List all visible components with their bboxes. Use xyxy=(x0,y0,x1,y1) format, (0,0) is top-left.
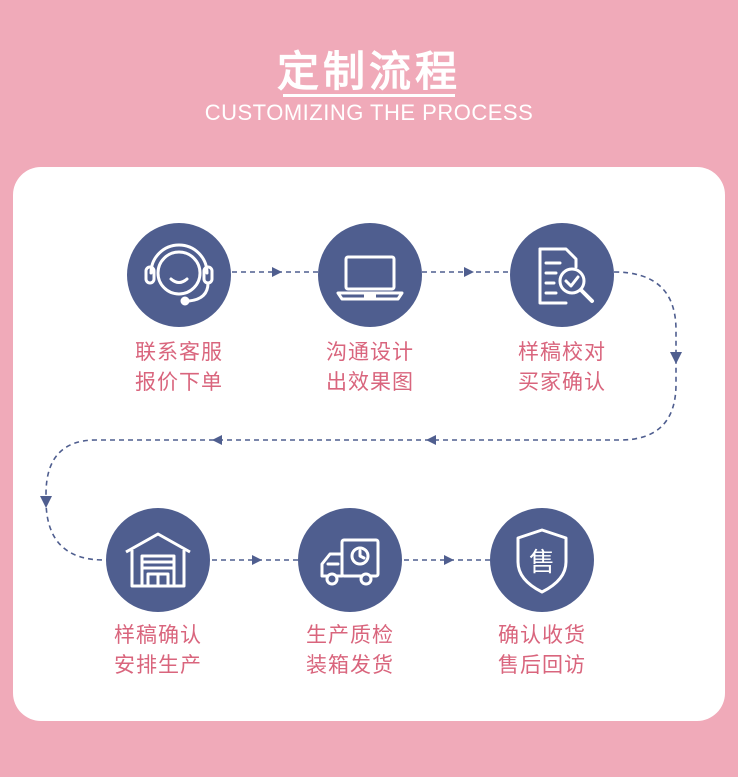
document-search-icon xyxy=(538,247,594,305)
step-3-circle xyxy=(510,223,614,327)
step-4-label: 样稿确认安排生产 xyxy=(114,623,202,677)
step-2-circle xyxy=(318,223,422,327)
title-underline xyxy=(283,94,455,97)
step-4-circle xyxy=(106,508,210,612)
page-subtitle: CUSTOMIZING THE PROCESS xyxy=(204,100,534,125)
warehouse-icon xyxy=(125,532,191,588)
page-title: 定制流程 xyxy=(276,47,461,96)
delivery-truck-icon xyxy=(320,538,380,586)
svg-text:售: 售 xyxy=(529,548,555,578)
step-5-circle xyxy=(298,508,402,612)
step-1-label: 联系客服报价下单 xyxy=(135,340,223,394)
step-2-label: 沟通设计出效果图 xyxy=(326,340,414,394)
step-6-label: 确认收货售后回访 xyxy=(498,623,586,677)
shield-sale-icon: 售 xyxy=(516,528,568,594)
step-3-label: 样稿校对买家确认 xyxy=(518,340,606,394)
headset-icon xyxy=(144,243,214,306)
laptop-icon xyxy=(336,255,404,301)
step-6-circle: 售 xyxy=(490,508,594,612)
step-1-circle xyxy=(127,223,231,327)
step-5-label: 生产质检装箱发货 xyxy=(306,623,394,677)
